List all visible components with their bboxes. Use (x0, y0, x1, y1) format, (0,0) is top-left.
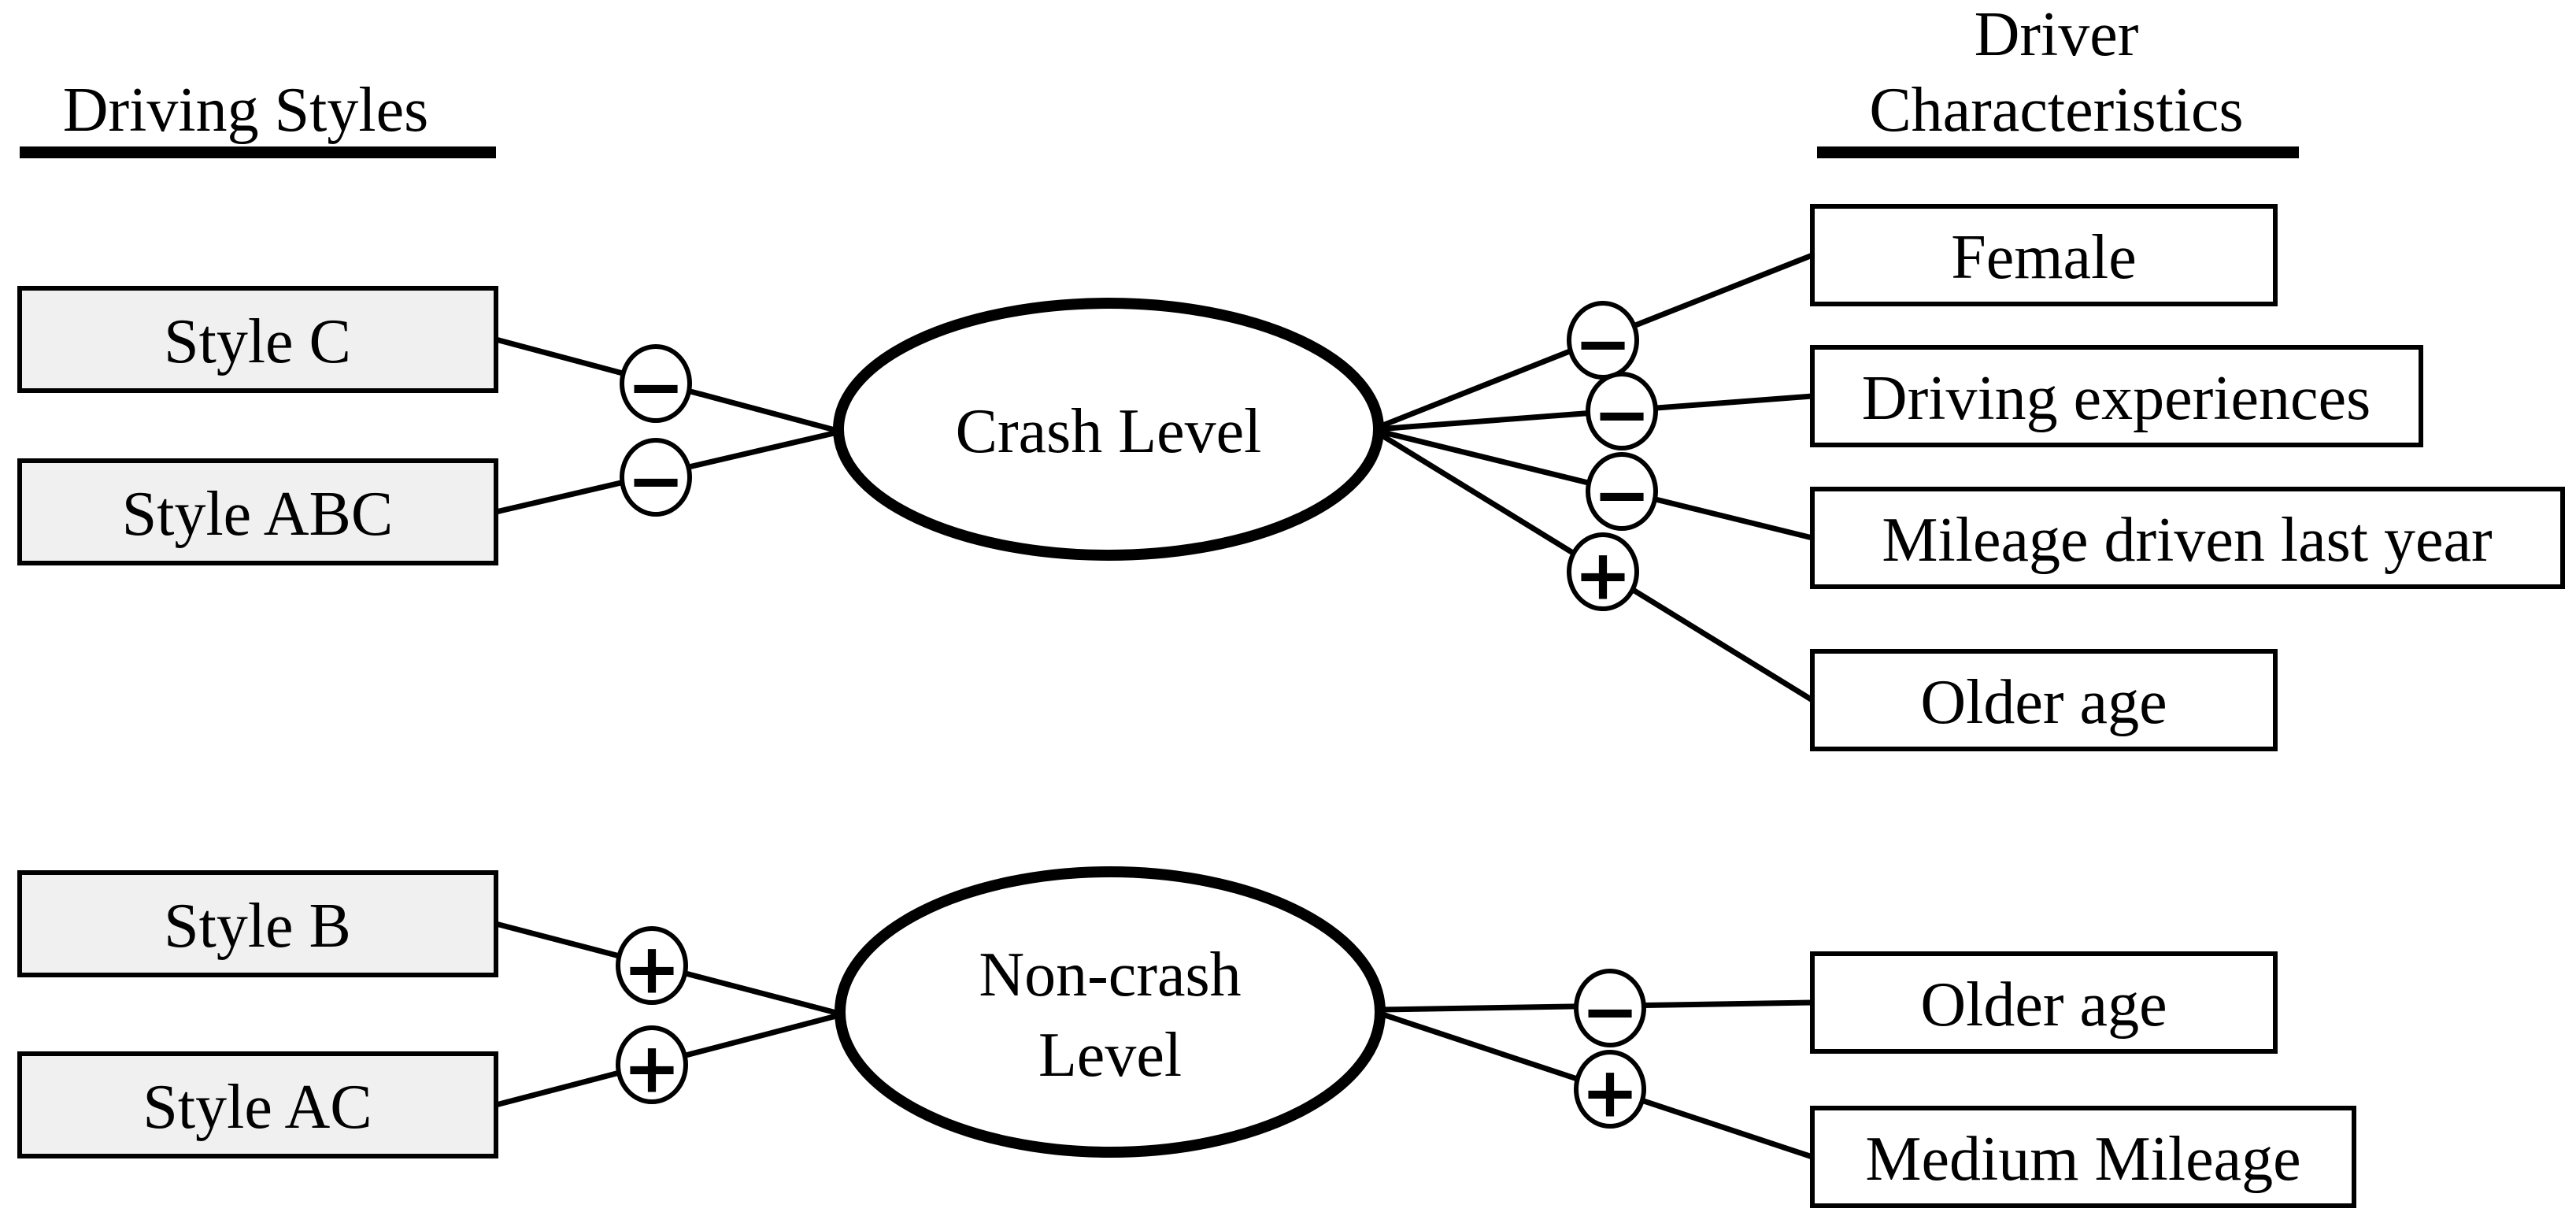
mileage-driven-label: Mileage driven last year (1882, 506, 2492, 575)
sign-crash-mileage-driven: − (1586, 452, 1658, 536)
minus-icon (1586, 452, 1658, 531)
female-box (1810, 204, 2278, 306)
node-crash-level: Crash Level (833, 298, 1384, 561)
plus-icon-glyph: + (623, 1028, 681, 1109)
sign-style-c-crash: − (620, 344, 692, 428)
right-header-underline (1817, 146, 2299, 158)
medium-mileage-label: Medium Mileage (1865, 1125, 2300, 1194)
right-column-header: Driver Characteristics (1817, 0, 2299, 158)
female-label: Female (1951, 223, 2136, 292)
style-ac-box (17, 1051, 498, 1158)
node-style-ac: Style AC (17, 1051, 498, 1158)
style-c-box (17, 286, 498, 393)
node-noncrash-level: Non-crash Level (835, 866, 1386, 1158)
sign-crash-older-age: + (1567, 532, 1639, 616)
left-header-underline (20, 146, 496, 158)
sign-style-ac-noncrash: + (616, 1025, 688, 1109)
crash-level-label: Crash Level (956, 397, 1262, 466)
minus-icon-glyph: − (1593, 374, 1651, 455)
minus-icon-glyph: − (627, 440, 685, 521)
older-age-crash-box (1810, 649, 2278, 751)
node-mileage-driven-last-year: Mileage driven last year (1810, 487, 2565, 589)
minus-icon (1586, 372, 1658, 450)
minus-icon (620, 344, 692, 423)
minus-icon-glyph: − (627, 347, 685, 428)
crash-level-ellipse (833, 298, 1384, 561)
plus-icon (1567, 532, 1639, 611)
medium-mileage-box (1810, 1106, 2356, 1208)
node-driving-experiences: Driving experiences (1810, 345, 2423, 447)
plus-icon (616, 1025, 688, 1104)
node-medium-mileage: Medium Mileage (1810, 1106, 2356, 1208)
right-header-line2: Characteristics (1869, 76, 2243, 145)
driving-experiences-box (1810, 345, 2423, 447)
node-older-age-crash: Older age (1810, 649, 2278, 751)
minus-icon-glyph: − (1593, 454, 1651, 536)
node-older-age-noncrash: Older age (1810, 951, 2278, 1054)
noncrash-level-label-line2: Level (1038, 1021, 1182, 1090)
plus-icon (1574, 1050, 1646, 1129)
style-c-label: Style C (164, 307, 351, 376)
older-age-noncrash-box (1810, 951, 2278, 1054)
minus-icon (620, 438, 692, 517)
mileage-driven-box (1810, 487, 2565, 589)
style-abc-box (17, 458, 498, 565)
minus-icon (1567, 301, 1639, 380)
older-age-noncrash-label: Older age (1920, 970, 2167, 1040)
node-style-c: Style C (17, 286, 498, 393)
minus-icon (1574, 969, 1646, 1047)
noncrash-level-ellipse (835, 866, 1386, 1158)
sign-style-abc-crash: − (620, 438, 692, 521)
right-header-line1: Driver (1975, 0, 2139, 69)
sign-style-b-noncrash: + (616, 926, 688, 1010)
plus-icon-glyph: + (623, 929, 681, 1010)
minus-icon-glyph: − (1574, 303, 1632, 384)
driving-experiences-label: Driving experiences (1862, 364, 2371, 433)
plus-icon-glyph: + (1574, 535, 1632, 616)
node-style-b: Style B (17, 870, 498, 977)
older-age-crash-label: Older age (1920, 668, 2167, 737)
node-female: Female (1810, 204, 2278, 306)
left-header-title: Driving Styles (63, 76, 428, 145)
noncrash-level-label-line1: Non-crash (979, 940, 1241, 1010)
style-ac-label: Style AC (142, 1073, 372, 1142)
node-style-abc: Style ABC (17, 458, 498, 565)
minus-icon-glyph: − (1581, 971, 1639, 1052)
left-column-header: Driving Styles (20, 76, 496, 158)
sign-noncrash-medium-mileage: + (1574, 1050, 1646, 1133)
style-b-box (17, 870, 498, 977)
sign-noncrash-older-age: − (1574, 969, 1646, 1052)
plus-icon-glyph: + (1581, 1052, 1639, 1133)
plus-icon (616, 926, 688, 1005)
style-b-label: Style B (164, 892, 351, 961)
sign-crash-driving-experiences: − (1586, 372, 1658, 455)
style-abc-label: Style ABC (122, 480, 394, 549)
sign-crash-female: − (1567, 301, 1639, 384)
